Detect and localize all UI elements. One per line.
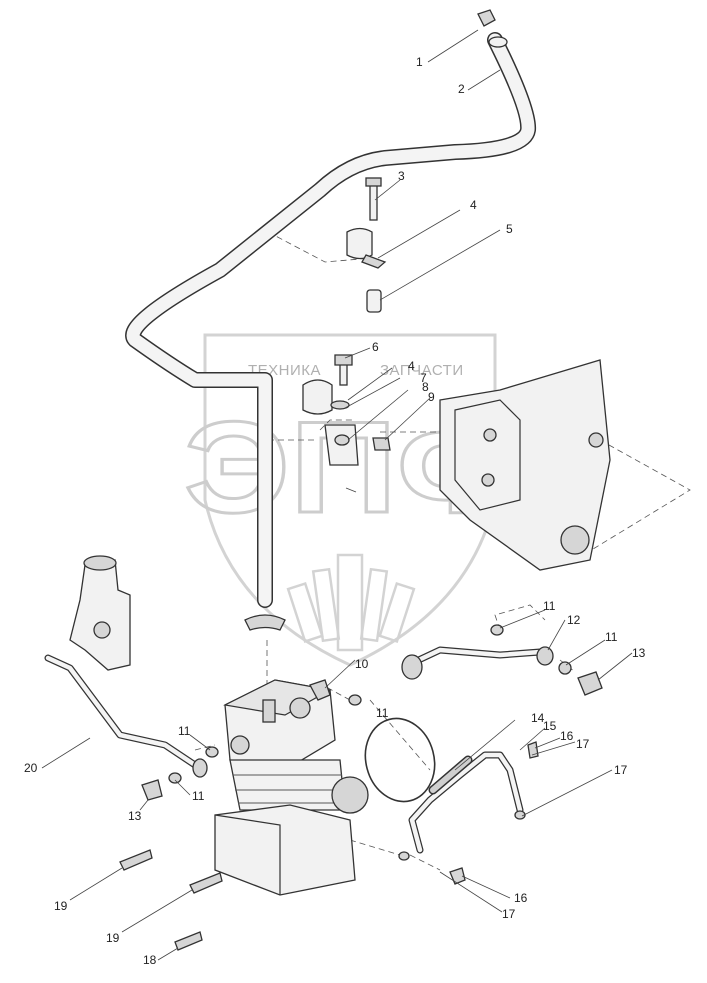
banjo-bolt-icon <box>141 779 163 801</box>
pipe-end-icon <box>488 36 508 48</box>
callout-11-upper: 11 <box>543 599 556 613</box>
bolt-head-icon <box>334 354 353 366</box>
washer-icon <box>558 661 572 675</box>
callout-5: 5 <box>506 222 513 236</box>
callout-4: 4 <box>470 198 477 212</box>
callout-17-lower: 17 <box>502 907 516 921</box>
spacer-icon <box>366 289 382 313</box>
oil-tube-14 <box>408 751 524 854</box>
clamp-icon <box>346 227 373 260</box>
washer-icon <box>330 400 350 410</box>
callout-19-upper: 19 <box>54 899 68 913</box>
callout-11-left-lower: 11 <box>192 789 205 803</box>
pipe-cap-icon <box>477 9 496 27</box>
callout-18: 18 <box>143 953 157 967</box>
washer-icon <box>398 851 410 861</box>
washer-icon <box>490 624 504 636</box>
middle-clamp-assembly <box>302 354 391 493</box>
callout-11-right: 11 <box>605 630 618 644</box>
callout-1: 1 <box>416 55 423 69</box>
o-ring-icon <box>364 717 436 803</box>
banjo-bolt-icon <box>527 741 539 759</box>
water-manifold-icon <box>69 559 131 671</box>
callout-17-right: 17 <box>614 763 628 777</box>
fasteners <box>119 624 603 951</box>
callout-14: 14 <box>531 711 545 725</box>
callout-12: 12 <box>567 613 581 627</box>
banjo-bolt-icon <box>577 671 603 696</box>
drive-gear-icon <box>331 776 369 814</box>
air-compressor <box>214 679 369 896</box>
leader-lines <box>41 29 633 961</box>
callout-13-left: 13 <box>128 809 142 823</box>
callout-10: 10 <box>355 657 369 671</box>
callout-4-middle: 4 <box>408 359 415 373</box>
callout-3: 3 <box>398 169 405 183</box>
clamp-tab-icon <box>361 254 387 269</box>
callout-13-right: 13 <box>632 646 646 660</box>
callout-6: 6 <box>372 340 379 354</box>
bolt-icon <box>119 849 153 871</box>
clamp-icon <box>302 379 333 415</box>
callout-19-lower: 19 <box>106 931 120 945</box>
bolt-icon <box>174 931 203 951</box>
washer-icon <box>514 810 526 820</box>
callout-8: 8 <box>422 380 429 394</box>
callout-11-left-upper: 11 <box>178 724 191 738</box>
nut-icon <box>334 434 350 446</box>
water-tube-20 <box>44 654 208 778</box>
clamp-icon <box>244 614 286 631</box>
upper-clamp-assembly <box>346 177 387 313</box>
callout-2: 2 <box>458 82 465 96</box>
fitting-icon <box>401 654 423 680</box>
gear-cover-icon <box>560 525 590 555</box>
callout-15: 15 <box>543 719 557 733</box>
callout-16-upper: 16 <box>560 729 574 743</box>
air-pipe <box>125 9 537 608</box>
callout-17-upper: 17 <box>576 737 590 751</box>
timing-housing-icon <box>439 359 611 571</box>
bolt-icon <box>189 872 223 894</box>
fitting-icon <box>192 758 208 778</box>
callout-9: 9 <box>428 390 435 404</box>
bolt-head-icon <box>365 177 382 187</box>
callout-16-lower: 16 <box>514 891 528 905</box>
engine-housing <box>439 359 611 571</box>
callout-20: 20 <box>24 761 38 775</box>
crankcase-icon <box>214 804 356 896</box>
lower-pipe-clamp <box>244 614 286 631</box>
washer-icon <box>348 694 362 706</box>
banjo-bolt-icon <box>449 867 466 885</box>
washer-icon <box>168 772 182 784</box>
callout-labels: 1 2 3 4 5 6 4 7 8 9 10 11 12 11 13 11 14… <box>24 55 646 967</box>
oil-tube-12 <box>401 646 554 680</box>
callout-7: 7 <box>420 371 427 385</box>
callout-11-center: 11 <box>376 706 389 720</box>
watermark-right-text: ЗАПЧАСТИ <box>380 362 464 379</box>
nut-icon <box>372 437 391 451</box>
watermark-buildings-icon <box>286 553 416 652</box>
fitting-icon <box>536 646 554 666</box>
water-manifold <box>69 555 131 671</box>
